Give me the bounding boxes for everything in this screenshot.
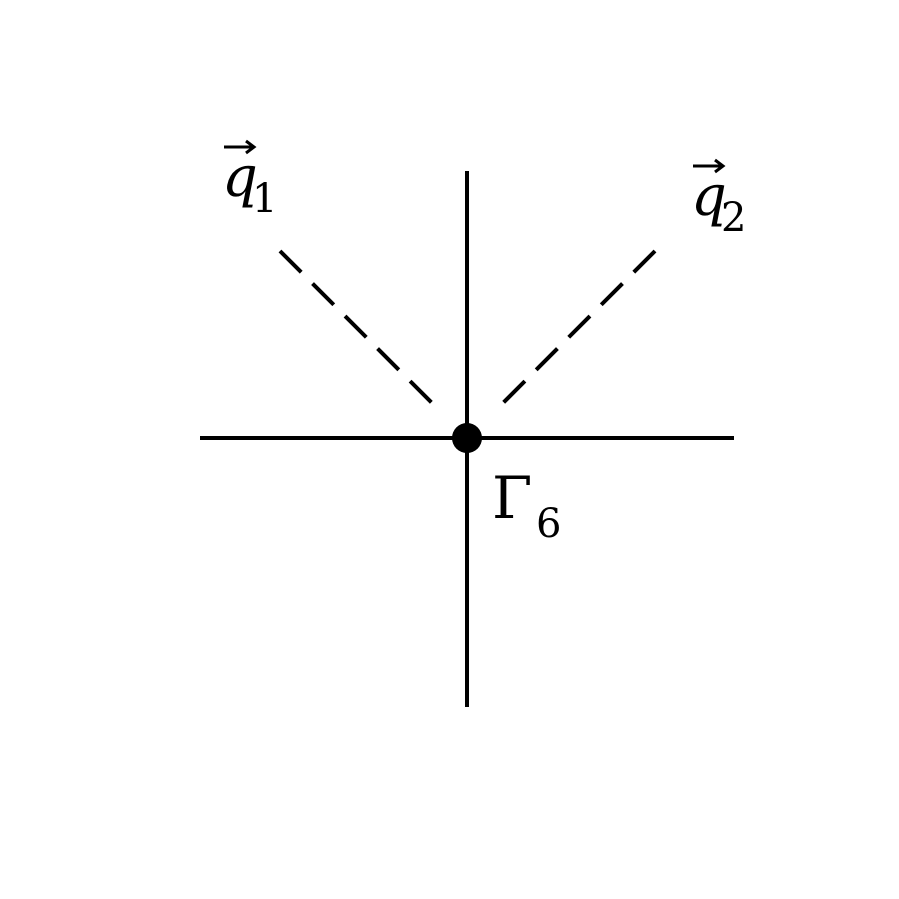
gamma-label: Γ 6 bbox=[492, 464, 561, 547]
gamma-point bbox=[452, 423, 482, 453]
q2-subscript: 2 bbox=[721, 195, 746, 241]
q1-subscript: 1 bbox=[252, 176, 277, 222]
q1-label: q 1 bbox=[222, 139, 277, 222]
q1-symbol: q bbox=[222, 145, 258, 210]
q2-dashed-line bbox=[492, 249, 657, 414]
q1-vector-arrow-icon bbox=[224, 139, 257, 155]
q2-label: q 2 bbox=[691, 158, 746, 241]
q1-dashed-line bbox=[278, 249, 443, 414]
q2-vector-arrow-icon bbox=[693, 158, 726, 174]
gamma-subscript: 6 bbox=[536, 501, 561, 547]
gamma-symbol: Γ bbox=[492, 464, 532, 532]
q2-symbol: q bbox=[691, 164, 727, 229]
